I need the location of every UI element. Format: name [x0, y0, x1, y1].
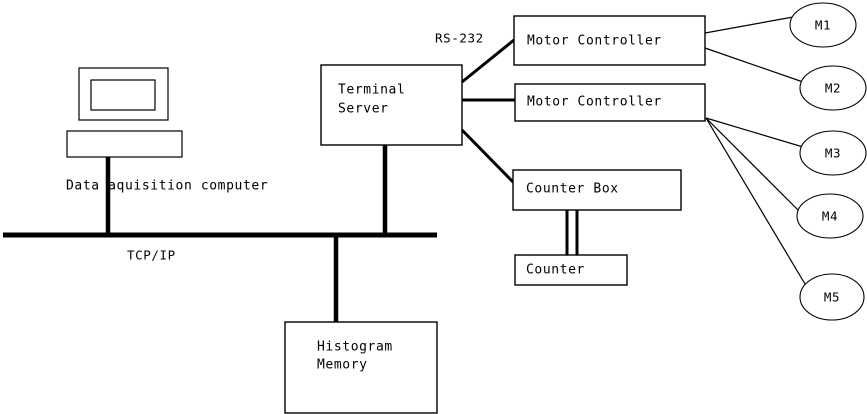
motor-node-m4: M4 — [796, 193, 864, 239]
terminal-server-label-line2: Server — [338, 102, 389, 117]
motor-node-m1: M1 — [789, 2, 857, 48]
motor-ellipse-m3 — [799, 130, 867, 176]
motor-node-m5: M5 — [799, 273, 865, 321]
link-motor-controller-2-to-m4 — [705, 117, 800, 212]
histogram-memory-label-line2: Memory — [317, 358, 368, 373]
terminal-server-box — [320, 64, 463, 146]
motor-node-m3: M3 — [799, 130, 867, 176]
histogram-memory-label-line1: Histogram — [317, 340, 393, 355]
histogram-memory-box — [284, 321, 438, 414]
crt-screen-icon — [90, 79, 156, 111]
tcpip-label: TCP/IP — [127, 248, 176, 263]
counter-label: Counter — [526, 263, 585, 278]
motor-label-m2: M2 — [825, 81, 841, 96]
motor-controller-2-label: Motor Controller — [527, 95, 662, 110]
link-motor-controller-1-to-m1 — [704, 16, 794, 34]
motor-label-m1: M1 — [815, 18, 831, 33]
link-terminal-server-to-counter-box — [460, 128, 517, 186]
motor-label-m3: M3 — [825, 146, 841, 161]
motor-ellipse-m2 — [799, 65, 867, 111]
motor-ellipse-m5 — [799, 273, 865, 321]
counter-box — [514, 254, 628, 286]
motor-label-m5: M5 — [824, 290, 840, 305]
link-motor-controller-2-to-m3 — [705, 117, 804, 148]
motor-ellipse-m1 — [789, 2, 857, 48]
motor-ellipse-m4 — [796, 193, 864, 239]
motor-controller-1-box — [513, 15, 706, 66]
computer-base-icon — [66, 130, 183, 158]
counter-box-label: Counter Box — [526, 182, 619, 197]
workstation-caption: Data aquisition computer — [66, 179, 268, 194]
motor-label-m4: M4 — [822, 209, 838, 224]
link-terminal-server-to-motor-controller-1 — [461, 38, 515, 84]
counter-box-box — [512, 169, 682, 211]
motor-node-m2: M2 — [799, 65, 867, 111]
link-motor-controller-1-to-m2 — [704, 47, 804, 83]
rs232-label: RS-232 — [435, 31, 484, 46]
link-motor-controller-2-to-m5 — [705, 117, 806, 285]
motor-controller-1-label: Motor Controller — [527, 34, 662, 49]
motor-controller-2-box — [514, 83, 706, 122]
terminal-server-label-line1: Terminal — [338, 83, 405, 98]
